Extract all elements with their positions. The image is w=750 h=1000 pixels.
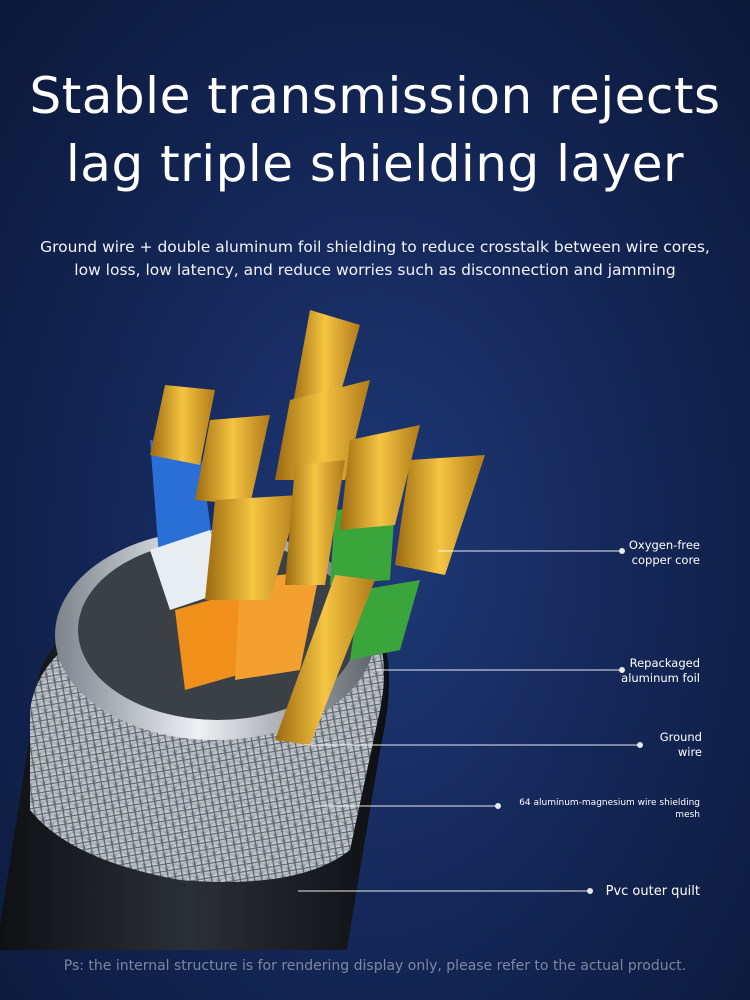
callout-pvc-outer: Pvc outer quilt — [605, 884, 700, 899]
orange-pair — [175, 460, 345, 690]
subtitle-line-1: Ground wire + double aluminum foil shiel… — [40, 238, 710, 256]
green-pair — [330, 425, 485, 660]
ground-wire — [275, 575, 375, 745]
title-line-1: Stable transmission rejects — [29, 67, 721, 125]
page-title: Stable transmission rejects lag triple s… — [0, 62, 750, 198]
subtitle-line-2: low loss, low latency, and reduce worrie… — [74, 261, 676, 279]
disclaimer-note: Ps: the internal structure is for render… — [63, 958, 687, 974]
cable-cross-section-illustration — [0, 310, 643, 950]
title-line-2: lag triple shielding layer — [65, 135, 685, 193]
page-subtitle: Ground wire + double aluminum foil shiel… — [0, 236, 750, 282]
